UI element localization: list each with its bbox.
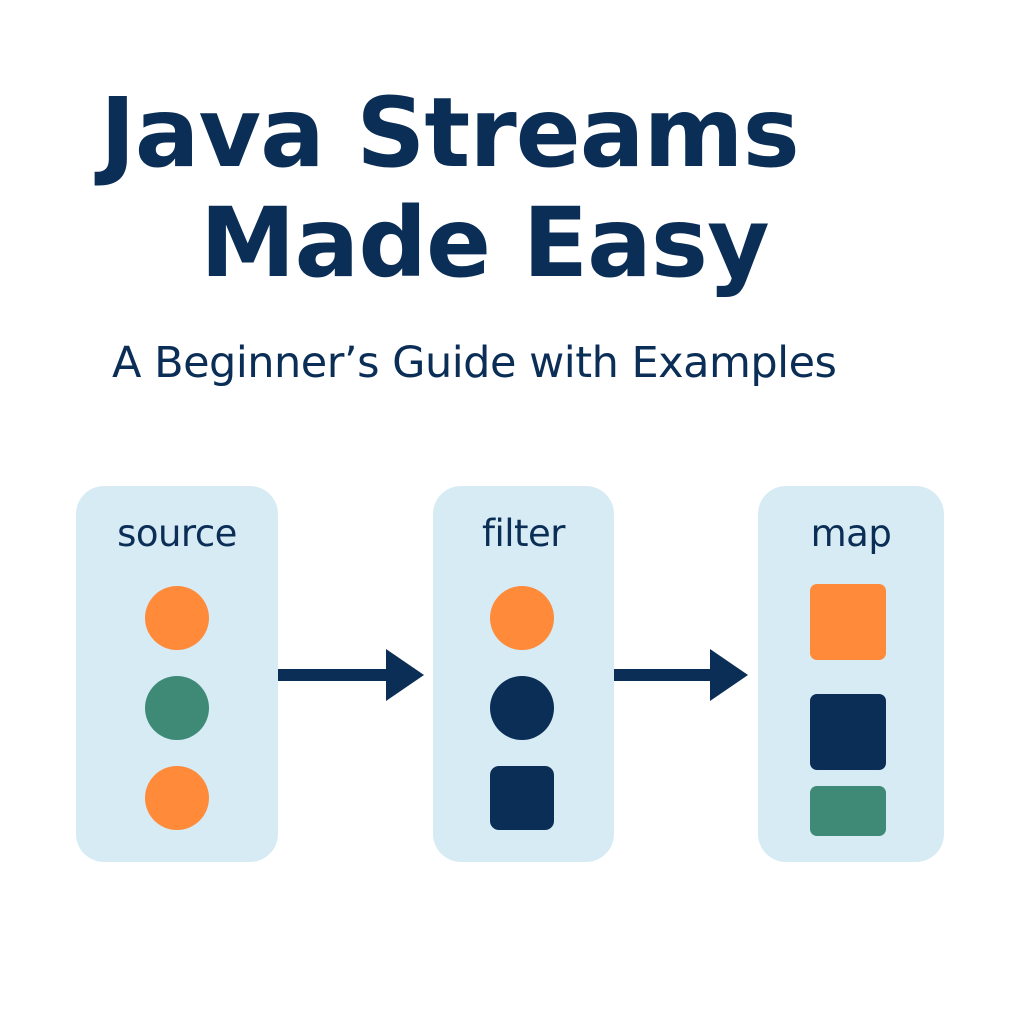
navy-circle	[490, 676, 554, 740]
navy-square	[810, 694, 886, 770]
title-line-1: Java Streams	[100, 77, 800, 189]
page-title: Java Streams Made Easy	[100, 77, 800, 299]
green-circle	[145, 676, 209, 740]
stage-label: map	[810, 512, 892, 555]
right-arrow-icon	[278, 649, 424, 701]
subtitle: A Beginner’s Guide with Examples	[112, 338, 837, 388]
stage-filter-panel: filter	[433, 486, 614, 862]
title-line-2: Made Easy	[200, 187, 770, 299]
right-arrow-icon	[614, 649, 748, 701]
stage-label: source	[117, 512, 237, 555]
stage-label: filter	[481, 512, 566, 555]
orange-circle	[145, 586, 209, 650]
orange-circle	[145, 766, 209, 830]
orange-square	[810, 584, 886, 660]
stage-map-panel: map	[758, 486, 944, 862]
green-rectangle	[810, 786, 886, 836]
orange-circle	[490, 586, 554, 650]
navy-square	[490, 766, 554, 830]
stage-source-panel: source	[76, 486, 278, 862]
